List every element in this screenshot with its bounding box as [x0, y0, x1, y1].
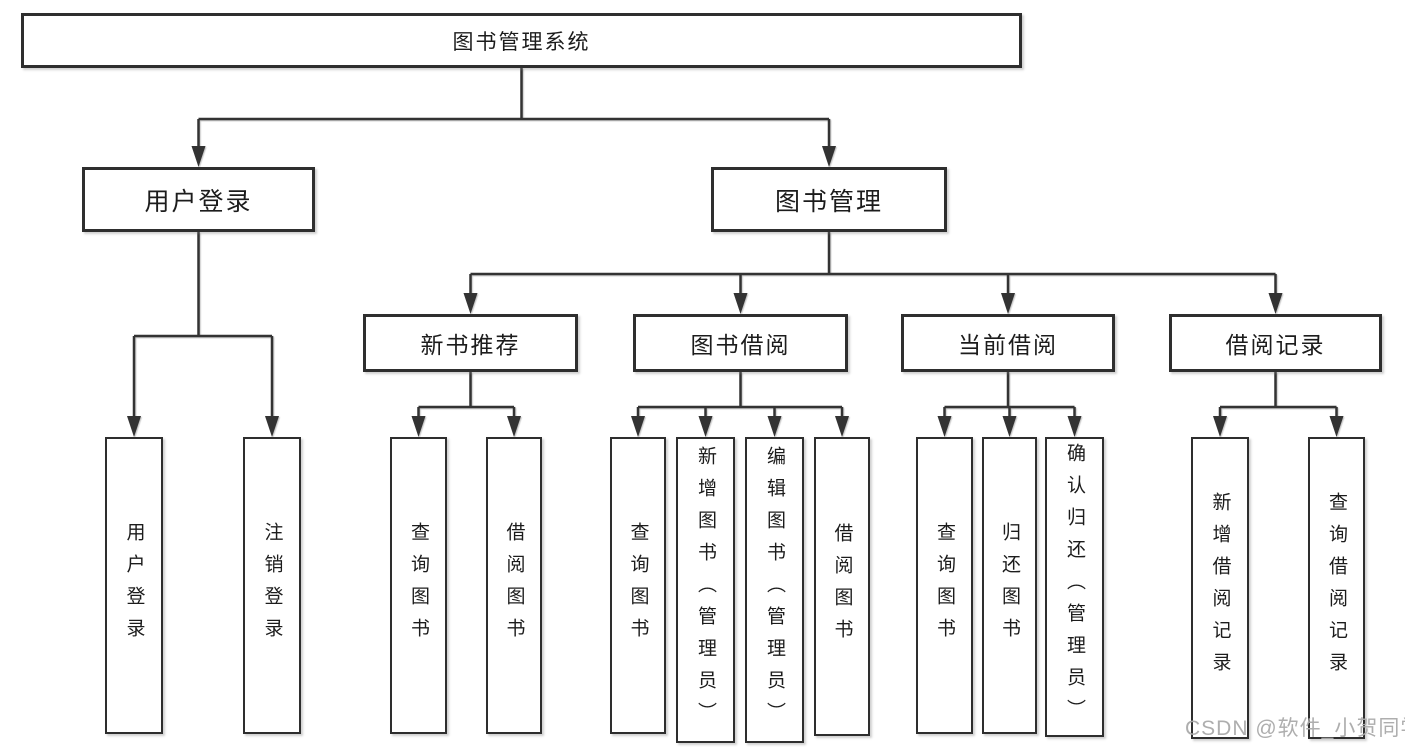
arrowheads-level2: [191, 146, 836, 167]
connector-book-mgmt-to-level3: [469, 232, 1277, 296]
leaf-borrow-books-label: 借阅图书: [831, 522, 853, 651]
leaf-logout-label: 注销登录: [261, 521, 283, 650]
leaf-query-borrow-record: 查询借阅记录: [1308, 437, 1365, 739]
node-borrow-records-label: 借阅记录: [1225, 332, 1326, 358]
node-root-label: 图书管理系统: [452, 30, 591, 54]
node-current-borrow: 当前借阅: [901, 314, 1115, 372]
leaf-add-books-admin: 新增图书（管理员）: [676, 437, 735, 743]
connector-new-book-children: [417, 372, 516, 419]
node-user-login-label: 用户登录: [144, 187, 253, 216]
leaf-query-books-borrow: 查询图书: [610, 437, 666, 734]
csdn-watermark: CSDN @软件_小贺同学: [1185, 717, 1405, 740]
node-book-borrow: 图书借阅: [633, 314, 848, 372]
leaf-query-borrow-record-label: 查询借阅记录: [1326, 492, 1347, 684]
leaf-return-books-label: 归还图书: [999, 521, 1020, 650]
arrowheads-level3: [463, 293, 1283, 314]
leaf-query-books-current: 查询图书: [916, 437, 973, 734]
leaf-confirm-return-admin-label: 确认归还（管理员）: [1064, 443, 1085, 731]
connector-current-borrow-children: [943, 372, 1076, 419]
node-borrow-records: 借阅记录: [1169, 314, 1382, 372]
arrowheads-leaves: [127, 416, 1344, 437]
leaf-user-login-label: 用户登录: [123, 521, 145, 650]
leaf-query-books-borrow-label: 查询图书: [627, 521, 649, 650]
node-book-borrow-label: 图书借阅: [690, 332, 791, 358]
connector-root-to-level2: [197, 68, 831, 148]
leaf-return-books: 归还图书: [982, 437, 1037, 734]
leaf-add-borrow-record-label: 新增借阅记录: [1209, 492, 1231, 684]
leaf-query-books-current-label: 查询图书: [934, 521, 955, 650]
leaf-borrow-books-recommend-label: 借阅图书: [503, 521, 525, 650]
leaf-user-login: 用户登录: [105, 437, 163, 734]
connector-book-borrow-children: [636, 372, 844, 419]
connector-borrow-records-children: [1218, 372, 1338, 419]
connector-user-login-children: [132, 232, 274, 419]
leaf-query-books-recommend-label: 查询图书: [408, 521, 429, 650]
node-user-login: 用户登录: [82, 167, 315, 232]
node-new-book-recommend-label: 新书推荐: [420, 332, 521, 358]
leaf-add-borrow-record: 新增借阅记录: [1191, 437, 1249, 739]
node-current-borrow-label: 当前借阅: [958, 332, 1058, 358]
leaf-confirm-return-admin: 确认归还（管理员）: [1045, 437, 1104, 737]
leaf-borrow-books: 借阅图书: [814, 437, 870, 736]
leaf-add-books-admin-label: 新增图书（管理员）: [695, 446, 716, 734]
leaf-edit-books-admin-label: 编辑图书（管理员）: [764, 446, 785, 734]
leaf-borrow-books-recommend: 借阅图书: [486, 437, 542, 734]
leaf-query-books-recommend: 查询图书: [390, 437, 447, 734]
leaf-logout: 注销登录: [243, 437, 301, 734]
node-new-book-recommend: 新书推荐: [363, 314, 578, 372]
node-book-management: 图书管理: [711, 167, 947, 232]
leaf-edit-books-admin: 编辑图书（管理员）: [745, 437, 804, 743]
node-book-management-label: 图书管理: [774, 187, 883, 216]
node-root-system: 图书管理系统: [21, 13, 1022, 68]
